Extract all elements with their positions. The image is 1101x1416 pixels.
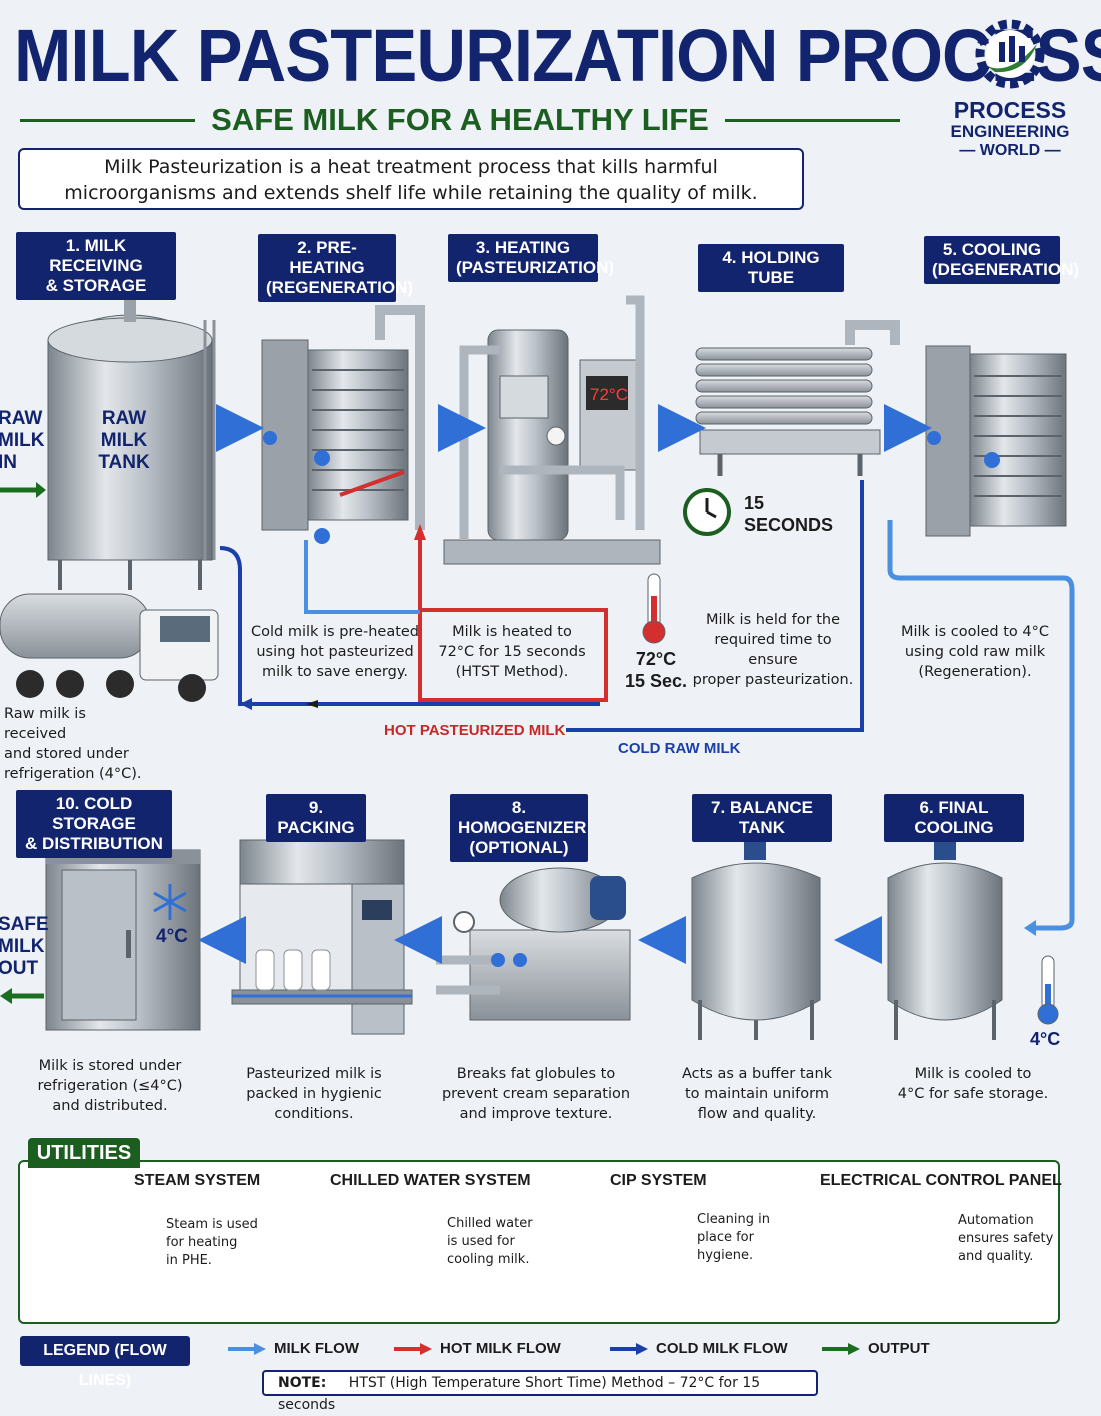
snowflake-icon <box>153 884 187 920</box>
tanker-truck-icon <box>0 593 219 702</box>
hot-milk-loop-line <box>418 530 608 702</box>
arrow-right-icon <box>228 1342 266 1355</box>
util-steam-title: STEAM SYSTEM <box>134 1172 261 1189</box>
subtitle-row: SAFE MILK FOR A HEALTHY LIFE <box>20 100 900 140</box>
cold-raw-milk-label: COLD RAW MILK <box>618 740 741 757</box>
subtitle-divider-right <box>724 118 900 122</box>
legend-cold-milk-flow: COLD MILK FLOW <box>610 1340 788 1357</box>
clock-icon <box>683 488 731 536</box>
cooling-heat-exchanger-icon <box>925 345 1067 537</box>
regen-return-line <box>219 546 600 706</box>
step-7-label: 7. BALANCE TANK <box>692 794 832 842</box>
legend-output: OUTPUT <box>822 1340 930 1357</box>
step-2-label: 2. PRE-HEATING(REGENERATION) <box>258 234 413 302</box>
cold-raw-milk-line <box>566 480 864 732</box>
legend-milk-flow: MILK FLOW <box>228 1340 359 1357</box>
legend-tag: LEGEND (FLOW LINES) <box>20 1336 190 1389</box>
final-temp-label: 4°C <box>1030 1029 1061 1049</box>
step-8-label: 8. HOMOGENIZER(OPTIONAL) <box>450 794 588 862</box>
step-6-label: 6. FINAL COOLING <box>884 794 1024 842</box>
raw-milk-tank-icon <box>47 292 216 590</box>
preheat-milk-line <box>304 540 420 614</box>
intro-line-1: Milk Pasteurization is a heat treatment … <box>104 156 718 178</box>
logo-text-process: PROCESS <box>953 97 1067 123</box>
arrow-right-icon <box>394 1342 432 1355</box>
thermo-readout: 72°C 15 Sec. <box>624 649 688 691</box>
raw-milk-tank-label: RAW MILK TANK <box>98 408 150 473</box>
logo-text-engineering: ENGINEERING <box>950 122 1070 141</box>
logo-text-world: — WORLD — <box>959 142 1061 159</box>
step-10-label: 10. COLD STORAGE& DISTRIBUTION <box>16 790 172 858</box>
step-9-label: 9. PACKING <box>266 794 366 842</box>
legend-hot-milk-flow: HOT MILK FLOW <box>394 1340 561 1357</box>
step-3-label: 3. HEATING(PASTEURIZATION) <box>448 234 614 282</box>
brand-logo: PROCESS ENGINEERING — WORLD — <box>940 14 1080 159</box>
utilities-panel <box>18 1160 1060 1324</box>
thermometer-hot-icon <box>642 573 666 644</box>
step-5-label: 5. COOLING(DEGENERATION) <box>924 236 1079 284</box>
intro-line-2: microorganisms and extends shelf life wh… <box>64 182 758 204</box>
intro-box: Milk Pasteurization is a heat treatment … <box>18 148 804 210</box>
note-label: NOTE: <box>278 1375 327 1391</box>
gear-leaf-icon <box>975 19 1045 89</box>
subtitle-divider-left <box>20 118 196 122</box>
thermometer-cold-icon <box>1037 955 1059 1025</box>
logo-text-world-word: WORLD <box>979 142 1041 159</box>
hot-pasteurized-milk-label: HOT PASTEURIZED MILK <box>384 722 566 739</box>
util-chilled-title: CHILLED WATER SYSTEM <box>330 1172 531 1189</box>
hold-time-label: 15 SECONDS <box>744 493 834 535</box>
storage-temp-label: 4°C <box>156 926 188 947</box>
plate-heat-exchanger-icon <box>261 305 425 544</box>
util-cip-title: CIP SYSTEM <box>610 1172 707 1189</box>
note-text: HTST (High Temperature Short Time) Metho… <box>278 1375 761 1413</box>
arrow-right-icon <box>822 1342 860 1355</box>
step-1-label: 1. MILK RECEIVING& STORAGE <box>16 232 176 300</box>
packing-machine-icon <box>231 839 413 1035</box>
util-panel-title: ELECTRICAL CONTROL PANEL <box>820 1172 1062 1189</box>
raw-milk-in-label: RAW MILK IN <box>0 408 45 473</box>
cooling-to-final-line <box>887 520 1075 931</box>
final-cooling-tank-icon <box>887 830 1003 1040</box>
step-4-label: 4. HOLDING TUBE <box>698 244 844 292</box>
note-box: NOTE: HTST (High Temperature Short Time)… <box>262 1370 818 1413</box>
pasteurizer-unit-icon <box>443 295 661 565</box>
safe-milk-out-label: SAFE MILK OUT <box>0 914 49 979</box>
utilities-tag: UTILITIES <box>28 1138 140 1168</box>
balance-tank-icon <box>691 830 821 1040</box>
arrow-right-icon <box>610 1342 648 1355</box>
heater-display-temp: 72°C <box>590 385 628 404</box>
holding-tube-icon <box>695 320 900 476</box>
subtitle: SAFE MILK FOR A HEALTHY LIFE <box>211 102 709 137</box>
homogenizer-icon <box>436 867 631 1021</box>
